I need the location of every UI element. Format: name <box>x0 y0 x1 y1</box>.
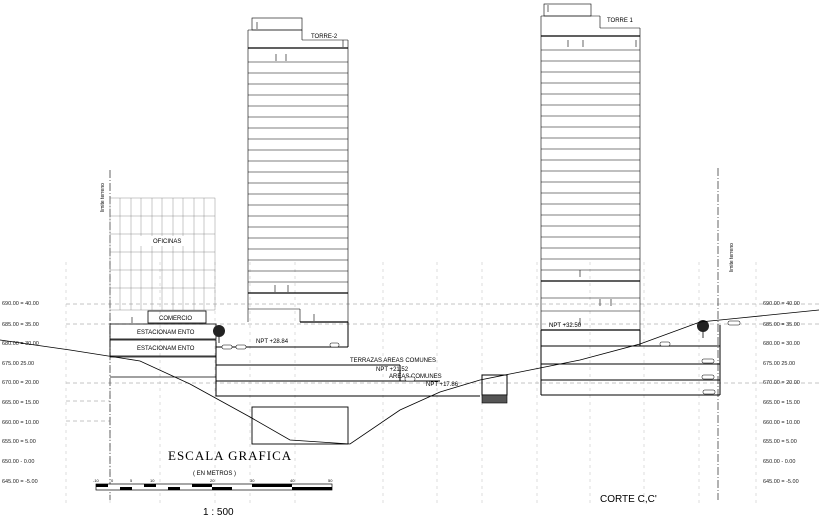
level-label: 675.00 25.00 <box>763 361 795 367</box>
property-line-label-right: limite terreno <box>729 243 735 272</box>
terraces-label: TERRAZAS AREAS COMUNES <box>350 358 436 364</box>
foundation-box <box>251 406 349 445</box>
level-dashes <box>66 303 819 422</box>
tree-icon <box>697 320 709 338</box>
parking-label-lower: ESTACIONAM ENTO <box>137 346 195 352</box>
tower-1-label: TORRE 1 <box>607 18 634 24</box>
scale-tick: 0 <box>111 478 114 483</box>
left-level-labels: 690.00 = 40.00 685.00 = 35.00 680.00 = 3… <box>2 301 39 485</box>
parking-label-upper: ESTACIONAM ENTO <box>137 330 195 336</box>
tower-2 <box>247 17 349 323</box>
common-areas-label: AREAS COMUNES <box>389 374 442 380</box>
npt-3250-label: NPT +32.50 <box>549 323 582 329</box>
level-label: 670.00 = 20.00 <box>763 380 800 386</box>
commerce-label: COMERCIO <box>159 316 192 322</box>
npt-2884-label: NPT +28.84 <box>256 339 289 345</box>
terraces <box>215 322 480 397</box>
car-icons <box>221 320 741 395</box>
scale-tick: 5 <box>130 478 133 483</box>
scale-title: ESCALA GRAFICA <box>168 448 292 463</box>
level-label: 685.00 = 35.00 <box>2 322 39 328</box>
section-title: CORTE C,C' <box>600 494 657 505</box>
level-label: 660.00 = 10.00 <box>2 420 39 426</box>
level-label: 670.00 = 20.00 <box>2 380 39 386</box>
property-line-label-left: limite terreno <box>100 183 106 212</box>
npt-1786-label: NPT +17.86 <box>426 382 459 388</box>
offices-block <box>109 197 216 311</box>
hatched-footing <box>481 394 508 404</box>
offices-label-bg <box>140 236 188 246</box>
level-label: 645.00 = -5.00 <box>763 479 799 485</box>
level-label: 665.00 = 15.00 <box>763 400 800 406</box>
scale-bar <box>95 483 333 491</box>
level-label: 655.00 = 5.00 <box>2 439 36 445</box>
level-label: 650.00 - 0.00 <box>763 459 795 465</box>
level-label: 675.00 25.00 <box>2 361 34 367</box>
level-label: 665.00 = 15.00 <box>2 400 39 406</box>
tower-1-base <box>481 325 721 396</box>
level-label: 690.00 = 40.00 <box>763 301 800 307</box>
scale-units: ( EN METROS ) <box>193 471 236 477</box>
people-icons <box>131 5 637 325</box>
scale-tick: 50 <box>328 478 333 483</box>
terrain-profile <box>0 309 819 445</box>
scale-ratio: 1 : 500 <box>203 507 234 518</box>
tree-icon <box>213 325 225 343</box>
npt-2152-label: NPT +21.52 <box>376 367 409 373</box>
scale-ticks: -10 0 5 10 20 30 40 50 <box>93 478 333 483</box>
level-label: 655.00 = 5.00 <box>763 439 797 445</box>
scale-tick: -10 <box>93 478 100 483</box>
level-label: 680.00 = 30.00 <box>763 341 800 347</box>
scale-tick: 40 <box>290 478 295 483</box>
tower-2-label: TORRE-2 <box>311 34 338 40</box>
scale-tick: 30 <box>250 478 255 483</box>
offices-label: OFICINAS <box>153 239 181 245</box>
scale-tick: 20 <box>210 478 215 483</box>
level-label: 690.00 = 40.00 <box>2 301 39 307</box>
level-label: 660.00 = 10.00 <box>763 420 800 426</box>
level-label: 645.00 = -5.00 <box>2 479 38 485</box>
level-label: 680.00 = 30.00 <box>2 341 39 347</box>
tower-1 <box>540 3 641 331</box>
right-level-labels: 690.00 = 40.00 685.00 = 35.00 680.00 = 3… <box>763 301 800 485</box>
level-label: 685.00 = 35.00 <box>763 322 800 328</box>
grid-columns <box>65 262 757 505</box>
scale-tick: 10 <box>150 478 155 483</box>
level-label: 650.00 - 0.00 <box>2 459 34 465</box>
